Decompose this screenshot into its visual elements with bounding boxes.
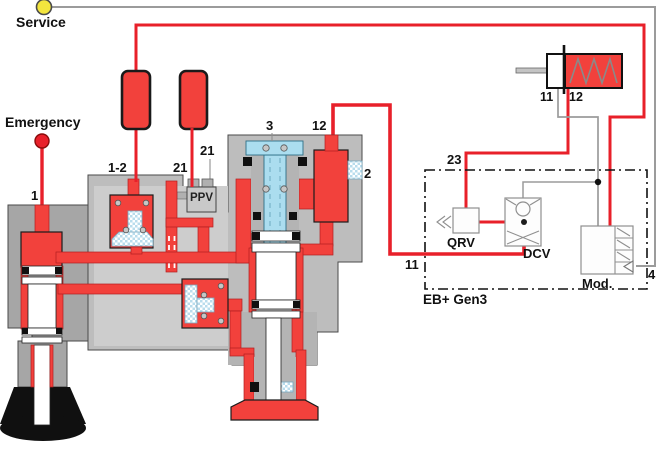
filter-emergency xyxy=(120,69,152,131)
port-2-label: 2 xyxy=(364,166,372,181)
port-21-ppv-label: 21 xyxy=(200,143,215,158)
push-rod xyxy=(515,67,549,74)
emergency-coupling-icon xyxy=(34,133,50,149)
qrv-valve xyxy=(436,207,480,234)
chamber-port12-line xyxy=(464,88,570,210)
piston-rod xyxy=(33,344,51,426)
line-filters xyxy=(120,69,209,187)
ppv-label: PPV xyxy=(189,192,213,204)
port12-chamber xyxy=(313,149,349,223)
dcv-label: DCV xyxy=(523,246,551,261)
modulator-label: Mod. xyxy=(582,276,613,291)
relay-valve-body xyxy=(55,133,363,421)
ecu-box-label: EB+ Gen3 xyxy=(423,292,488,307)
port-1-label: 1 xyxy=(31,188,39,203)
ecu-box xyxy=(424,169,648,290)
port-12-valve-label: 12 xyxy=(312,118,327,133)
port1-drilling xyxy=(34,204,50,235)
port2-fitting xyxy=(347,160,363,180)
emergency-label: Emergency xyxy=(5,114,81,130)
upper-poppet-chamber xyxy=(109,194,154,255)
port-23-label: 23 xyxy=(447,152,462,167)
port-21-label: 21 xyxy=(173,160,188,175)
chamber-port-11-label: 11 xyxy=(540,90,554,104)
emergency-supply-line xyxy=(134,23,646,227)
service-label: Service xyxy=(16,14,66,30)
port-1-2-label: 1-2 xyxy=(108,160,127,175)
port-4-label: 4 xyxy=(648,267,656,282)
spring xyxy=(569,56,618,86)
port-3-label: 3 xyxy=(266,118,274,133)
junction-dot xyxy=(521,219,527,225)
modulator xyxy=(580,225,634,275)
junction-dot xyxy=(594,178,602,186)
graduated-valve xyxy=(230,133,363,421)
service-line xyxy=(52,6,656,267)
inlet-arrow-icon xyxy=(622,260,634,273)
emergency-piston-assembly xyxy=(0,147,89,441)
exhaust-icon xyxy=(436,215,452,229)
dcv-valve xyxy=(504,197,542,247)
port-11-ecu-label: 11 xyxy=(405,257,419,272)
exhaust-skirt xyxy=(230,399,319,421)
qrv-label: QRV xyxy=(447,235,475,250)
filter-service xyxy=(178,69,209,131)
lower-poppet-chamber xyxy=(181,278,229,329)
service-coupling-icon xyxy=(35,0,53,16)
chamber-port-12-label: 12 xyxy=(569,90,583,104)
brake-chamber xyxy=(515,45,623,94)
chamber-port11-line xyxy=(522,88,602,227)
